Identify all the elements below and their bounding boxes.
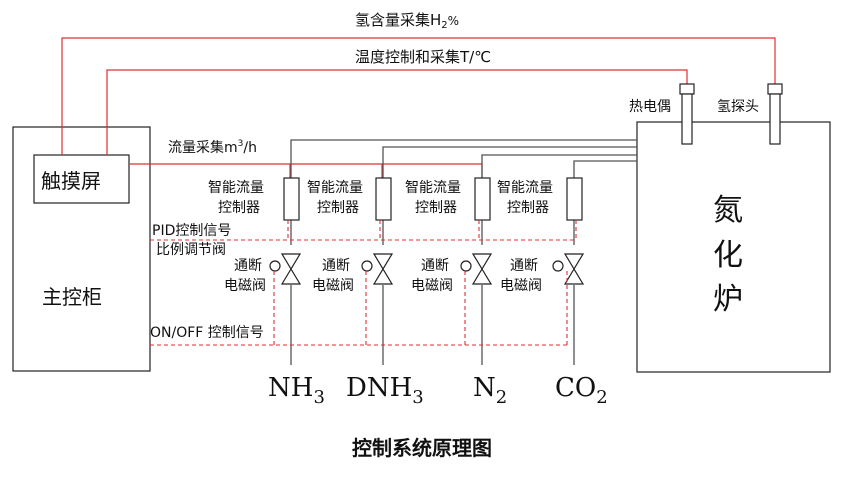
- pid-signal-label: PID控制信号: [152, 223, 231, 239]
- mfc-label-dnh3-2: 控制器: [317, 200, 359, 216]
- mfc-label-nh3: 智能流量: [208, 180, 264, 196]
- h2-probe-label: 氢探头: [717, 99, 759, 115]
- mfc-co2: [566, 177, 583, 221]
- gas-pipe-n2: [481, 154, 637, 365]
- sv-label-nh3: 通断: [234, 258, 262, 274]
- main-cabinet-label: 主控柜: [42, 285, 102, 309]
- proportional-valve-label: 比例调节阀: [156, 242, 226, 258]
- gas-pipe-nh3: [290, 139, 637, 365]
- thermocouple-label: 热电偶: [629, 99, 671, 115]
- gas-pipe-co2: [573, 160, 637, 365]
- gas-label-n2: N2: [473, 373, 507, 408]
- pid-signal-line: [150, 220, 577, 241]
- touchscreen-label: 触摸屏: [41, 169, 101, 193]
- mfc-n2: [474, 177, 491, 221]
- mfc-dnh3: [375, 177, 392, 221]
- sv-label-co2: 通断: [510, 258, 538, 274]
- h2-probe: [767, 83, 783, 145]
- furnace-label-3: 炉: [713, 282, 743, 317]
- furnace-label-2: 化: [713, 238, 743, 273]
- diagram-caption: 控制系统原理图: [352, 436, 492, 460]
- flow-sampling-line: [129, 163, 483, 178]
- sv-label-nh3-2: 电磁阀: [224, 278, 266, 294]
- gas-label-nh3: NH3: [268, 373, 325, 408]
- gas-pipe-dnh3: [382, 146, 637, 365]
- flow-sampling-label: 流量采集m3/h: [168, 139, 257, 156]
- furnace-label-1: 氮: [713, 193, 743, 228]
- mfc-label-nh3-2: 控制器: [218, 200, 260, 216]
- gas-label-dnh3: DNH3: [346, 373, 424, 408]
- thermocouple-probe: [679, 83, 695, 145]
- mfc-label-n2-2: 控制器: [415, 200, 457, 216]
- onoff-signal-line: [150, 271, 568, 346]
- solenoid-valve-n2: [460, 253, 493, 285]
- sv-label-n2: 通断: [421, 258, 449, 274]
- mfc-label-n2: 智能流量: [405, 180, 461, 196]
- h2-sampling-label: 氢含量采集H2%: [355, 11, 459, 31]
- temperature-label: 温度控制和采集T/℃: [355, 48, 491, 66]
- h2-sampling-line: [61, 37, 776, 155]
- sv-label-n2-2: 电磁阀: [411, 278, 453, 294]
- temperature-line: [106, 69, 688, 155]
- sv-label-dnh3: 通断: [322, 258, 350, 274]
- nitriding-furnace: [636, 121, 831, 373]
- solenoid-valve-nh3: [269, 253, 302, 285]
- solenoid-valve-dnh3: [361, 253, 394, 285]
- mfc-label-dnh3: 智能流量: [307, 180, 363, 196]
- touchscreen-box: [33, 154, 130, 204]
- mfc-label-co2: 智能流量: [497, 180, 553, 196]
- onoff-signal-label: ON/OFF 控制信号: [150, 325, 264, 341]
- sv-label-co2-2: 电磁阀: [500, 278, 542, 294]
- mfc-label-co2-2: 控制器: [507, 200, 549, 216]
- solenoid-valve-co2: [552, 253, 585, 285]
- sv-label-dnh3-2: 电磁阀: [312, 278, 354, 294]
- gas-label-co2: CO2: [555, 373, 608, 408]
- mfc-nh3: [283, 177, 300, 221]
